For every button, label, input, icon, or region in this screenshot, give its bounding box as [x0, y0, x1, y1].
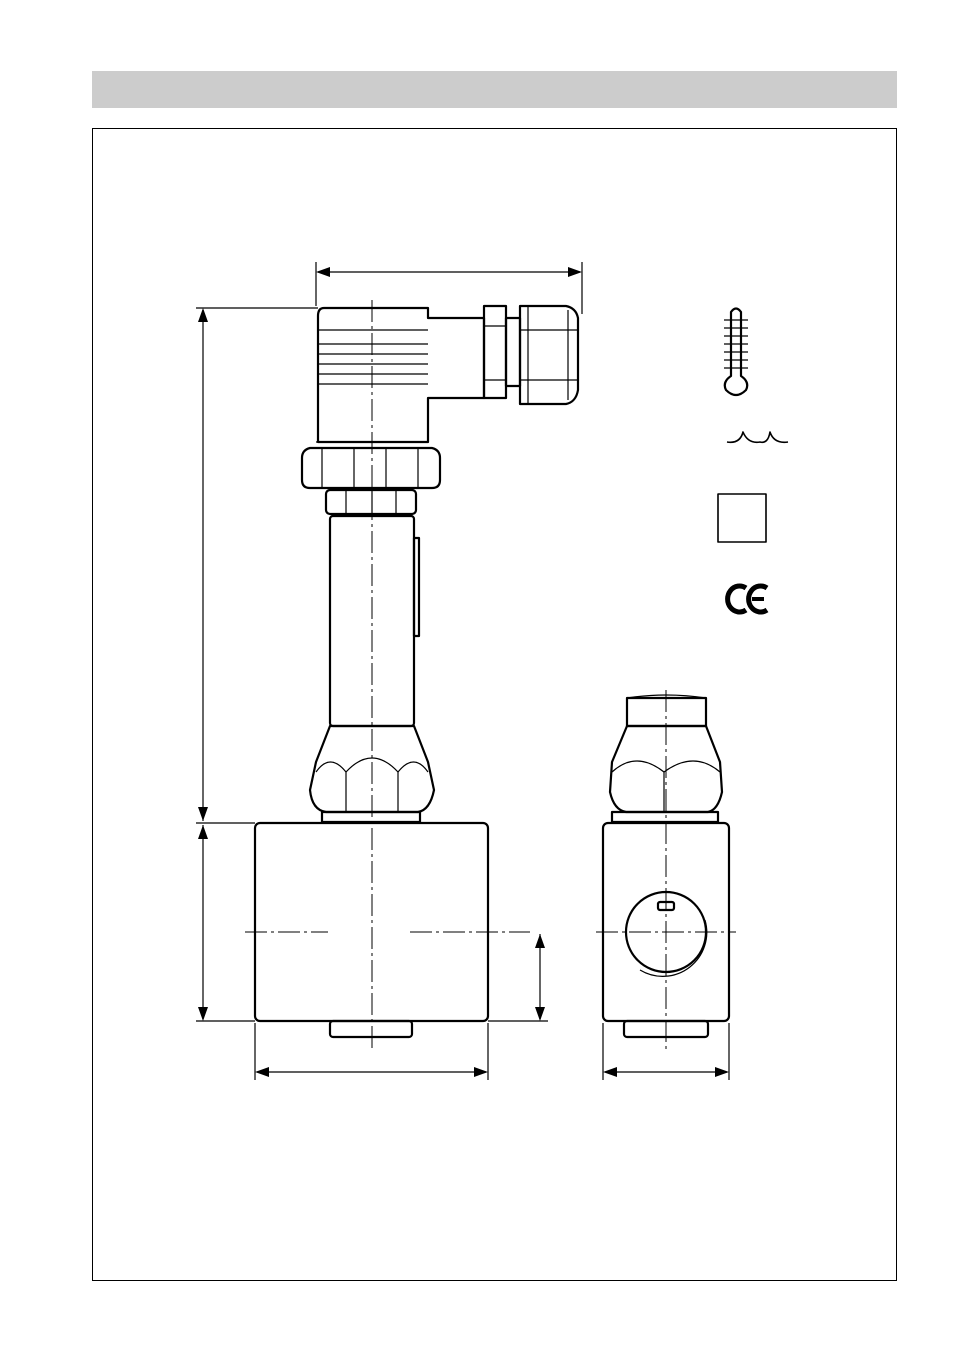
drawing-frame — [92, 128, 897, 1281]
side-view — [596, 690, 736, 1050]
thermometer-icon — [723, 307, 749, 397]
threaded-ring — [324, 488, 418, 516]
union-nut — [300, 441, 442, 490]
wave-icon — [726, 431, 789, 444]
front-view — [245, 300, 580, 1050]
header-bar — [92, 71, 897, 108]
square-symbol — [717, 493, 767, 543]
dimension-lines — [196, 262, 730, 1080]
sensor-tube — [328, 514, 421, 728]
plug-connector — [316, 304, 580, 444]
ce-mark-icon — [725, 583, 769, 615]
